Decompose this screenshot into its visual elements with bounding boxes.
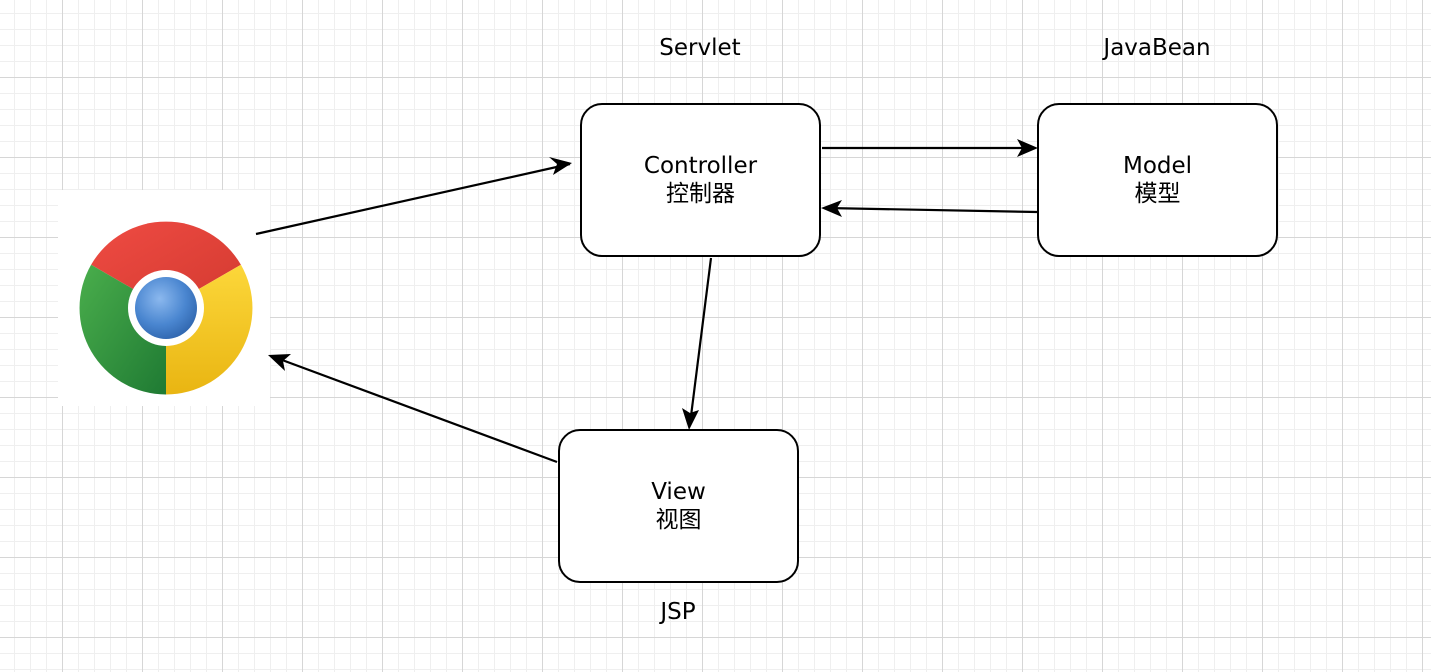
- controller-title: Controller: [643, 153, 758, 179]
- edge-controller-to-view[interactable]: [688, 257, 713, 425]
- arrowhead-controller-in: [549, 157, 572, 175]
- browser-node[interactable]: [58, 190, 270, 406]
- javabean-label: JavaBean: [1103, 35, 1211, 61]
- edge-browser-to-controller[interactable]: [255, 162, 571, 236]
- controller-node[interactable]: Controller 控制器: [580, 103, 821, 257]
- edge-view-to-browser[interactable]: [273, 355, 558, 464]
- view-subtitle: 视图: [655, 507, 702, 533]
- model-title: Model: [1122, 153, 1193, 179]
- model-subtitle: 模型: [1134, 181, 1181, 207]
- edge-model-to-controller[interactable]: [825, 206, 1038, 214]
- arrowhead-browser-in: [268, 354, 291, 371]
- controller-subtitle: 控制器: [666, 181, 735, 207]
- arrowhead-controller-back-in: [821, 200, 842, 217]
- arrowhead-model-in: [1017, 139, 1038, 157]
- arrowhead-view-in: [682, 408, 699, 430]
- servlet-label: Servlet: [659, 35, 741, 61]
- view-title: View: [651, 479, 706, 505]
- view-node[interactable]: View 视图: [558, 429, 799, 583]
- chrome-browser-icon: [79, 221, 253, 395]
- jsp-label: JSP: [660, 599, 696, 625]
- model-node[interactable]: Model 模型: [1037, 103, 1278, 257]
